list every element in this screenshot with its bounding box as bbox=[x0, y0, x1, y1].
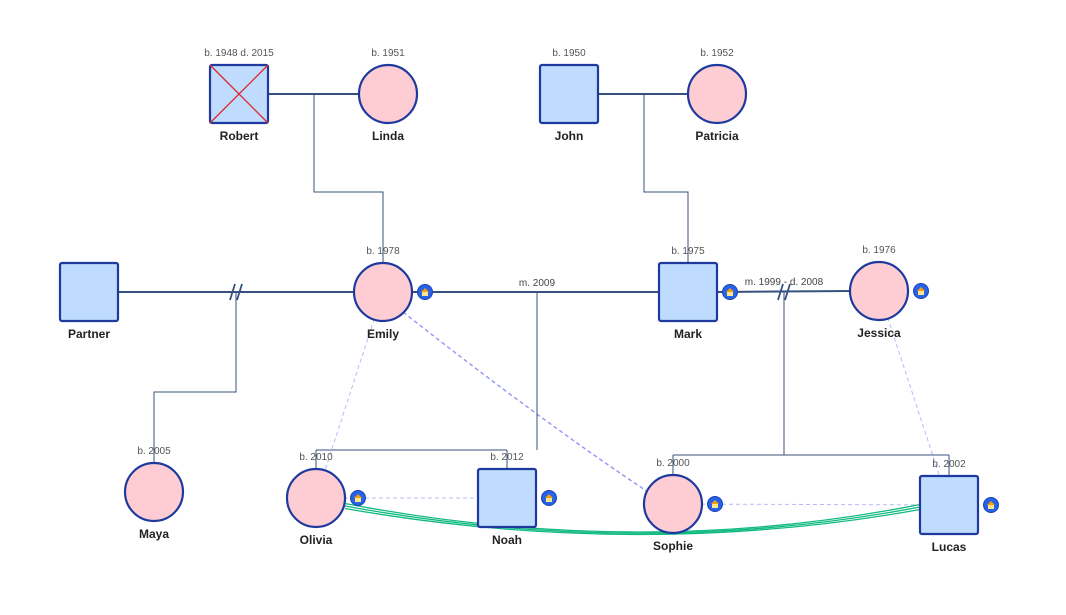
house-icon[interactable] bbox=[541, 490, 557, 506]
person-years: b. 2012 bbox=[490, 452, 524, 463]
deceased-cross bbox=[209, 64, 269, 124]
person-name: Maya bbox=[139, 527, 169, 541]
house-icon[interactable] bbox=[350, 490, 366, 506]
union-line-mark-jessica bbox=[716, 290, 851, 293]
person-name: Mark bbox=[674, 327, 702, 341]
male-square-symbol[interactable] bbox=[538, 63, 600, 125]
person-years: b. 2010 bbox=[299, 452, 333, 463]
person-years: b. 1952 bbox=[700, 48, 734, 59]
person-years: b. 2000 bbox=[656, 458, 690, 469]
descent-line-robert-linda bbox=[313, 94, 384, 263]
union-label: m. 2009 bbox=[519, 278, 556, 289]
male-square-symbol[interactable] bbox=[657, 261, 719, 323]
person-name: Partner bbox=[68, 327, 110, 341]
person-name: Linda bbox=[372, 129, 404, 143]
female-circle-symbol[interactable] bbox=[642, 473, 704, 535]
residence-link-emily-olivia bbox=[315, 291, 384, 499]
divorce-mark bbox=[229, 283, 236, 301]
residence-links bbox=[315, 290, 950, 506]
residence-link-emily-sophie bbox=[402, 311, 649, 493]
relationship-bonds bbox=[344, 502, 921, 536]
person-name: Sophie bbox=[653, 539, 693, 553]
house-icon[interactable] bbox=[417, 284, 433, 300]
person-name: Olivia bbox=[300, 533, 333, 547]
female-circle-symbol[interactable] bbox=[352, 261, 414, 323]
close-bond-line-olivia-lucas bbox=[344, 502, 921, 533]
person-name: Patricia bbox=[695, 129, 739, 143]
person-years: b. 1950 bbox=[552, 48, 586, 59]
divorce-mark bbox=[784, 283, 791, 301]
male-square-symbol[interactable] bbox=[918, 474, 980, 536]
residence-link-jessica-lucas bbox=[878, 290, 950, 506]
female-circle-symbol[interactable] bbox=[285, 467, 347, 529]
person-years: b. 1978 bbox=[366, 246, 400, 257]
person-name: John bbox=[555, 129, 584, 143]
person-name: Noah bbox=[492, 533, 522, 547]
descent-line-partner-emily bbox=[153, 292, 237, 463]
close-bond-line-olivia-lucas bbox=[344, 505, 921, 534]
house-icon[interactable] bbox=[707, 496, 723, 512]
female-circle-symbol[interactable] bbox=[357, 63, 419, 125]
person-partner[interactable]: Partner bbox=[58, 261, 120, 341]
person-name: Robert bbox=[220, 129, 259, 143]
person-name: Emily bbox=[367, 327, 399, 341]
person-years: b. 1975 bbox=[671, 246, 705, 257]
person-years: b. 2005 bbox=[137, 446, 171, 457]
union-label: m. 1999 - d. 2008 bbox=[745, 277, 824, 288]
person-years: b. 2002 bbox=[932, 459, 966, 470]
descent-line-john-patricia bbox=[643, 94, 689, 263]
female-circle-symbol[interactable] bbox=[686, 63, 748, 125]
close-bond-line-olivia-lucas bbox=[344, 507, 921, 536]
person-years: b. 1976 bbox=[862, 245, 896, 256]
house-icon[interactable] bbox=[722, 284, 738, 300]
person-name: Lucas bbox=[932, 540, 967, 554]
divorce-mark bbox=[777, 283, 784, 301]
female-circle-symbol[interactable] bbox=[848, 260, 910, 322]
person-years: b. 1948 d. 2015 bbox=[204, 48, 274, 59]
house-icon[interactable] bbox=[983, 497, 999, 513]
divorce-mark bbox=[236, 283, 243, 301]
person-name: Jessica bbox=[857, 326, 901, 340]
family-lines: m. 2009 m. 1999 - d. 2008 bbox=[118, 93, 950, 476]
female-circle-symbol[interactable] bbox=[123, 461, 185, 523]
person-years: b. 1951 bbox=[371, 48, 405, 59]
male-square-symbol[interactable] bbox=[476, 467, 538, 529]
male-square-symbol[interactable] bbox=[58, 261, 120, 323]
house-icon[interactable] bbox=[913, 283, 929, 299]
